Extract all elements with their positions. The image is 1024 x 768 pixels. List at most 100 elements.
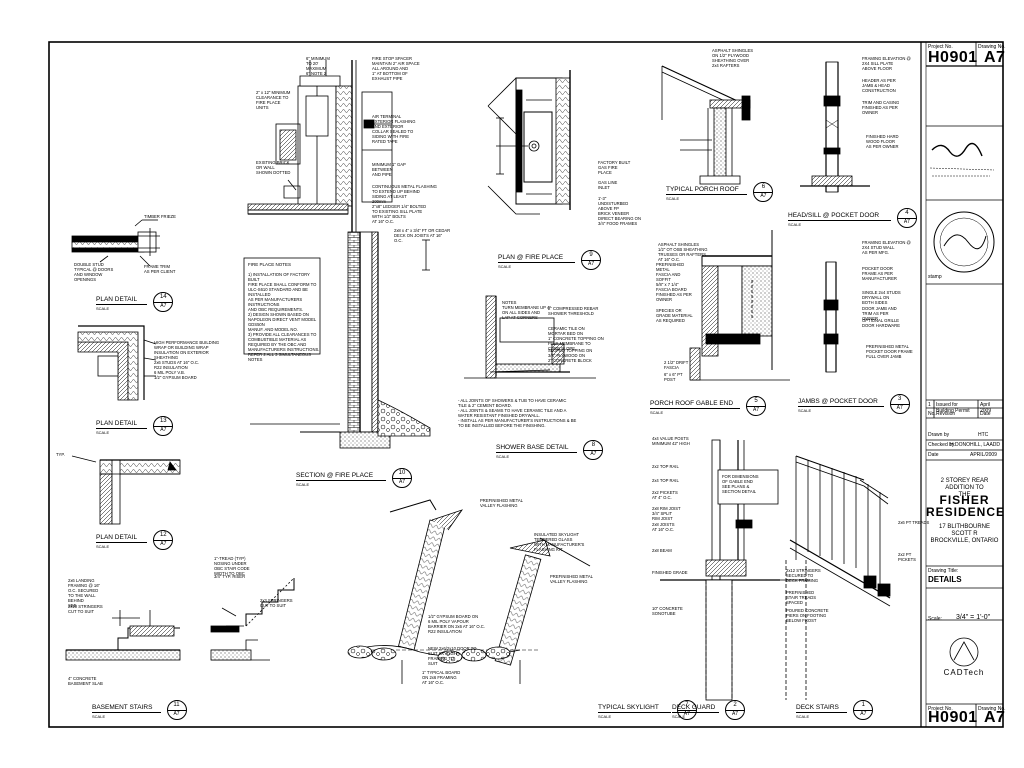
label-line: FINISHED AS PER: [862, 105, 898, 110]
detail-title: DECK STAIRS: [796, 704, 848, 713]
label-line: POURED CONCRETE: [786, 608, 829, 613]
detail-tag-10: SECTION @ FIRE PLACE SCALE 10 A7: [296, 468, 416, 490]
label-line: DOUBLE STUD: [74, 262, 104, 267]
label-line: MORTAR BED ON: [548, 331, 583, 336]
detail-sheet: A7: [903, 219, 910, 225]
label-line: UNITS: [256, 105, 269, 110]
drawn-by-label: Drawn by: [928, 432, 950, 438]
label-line: OWNER: [656, 297, 673, 302]
label-line: FIRE PLACE: [256, 100, 281, 105]
label-line: TO THE WALL: [68, 593, 96, 598]
detail-sheet: A7: [160, 541, 167, 547]
project-name-1: FISHER: [939, 493, 990, 507]
note-line: SECTION DETAIL: [722, 489, 757, 494]
title-block-grid: [926, 42, 1003, 727]
label-line: 2" CONCRETE BLOCK: [548, 358, 592, 363]
label-line: FINISHED HARD: [866, 134, 899, 139]
detail-sheet: A7: [160, 303, 167, 309]
label-line: CURB SLOPE: [548, 346, 575, 351]
label-line: PREFINISHED METAL: [866, 344, 909, 349]
label-line: FULL OVER JAMB: [866, 354, 902, 359]
label-line: 4" CONCRETE: [68, 676, 97, 681]
label-line: TILE & 2" CEMENT BOARD.: [458, 403, 512, 408]
label-line: DOOR HARDWARE: [862, 323, 900, 328]
project-no-bottom: H0901: [928, 709, 978, 726]
label-line: 2x4 TOP RAIL: [652, 478, 679, 483]
label-line: AS REQUIRED: [656, 318, 685, 323]
label-line: ASPHALT SHINGLES: [712, 48, 754, 53]
label-line: DIRECT BEARING ON: [598, 216, 641, 221]
detail-sheet: A7: [896, 405, 903, 411]
checked-by-label: Checked by: [928, 442, 955, 448]
label-line: BELOW FROST: [786, 618, 817, 623]
label-line: MANUFACTURER: [862, 276, 897, 281]
project-no-label-bottom: Project No.: [928, 706, 953, 712]
note-line: NAPOLEON DIRECT VENT MODEL: [248, 317, 317, 322]
label-line: GAS LINE: [598, 180, 618, 185]
label-line: CONSTRUCTION: [862, 88, 896, 93]
label-line: 2x8 x 4" x 3/4" FT OR CEDAR: [394, 228, 451, 233]
label-line: 6 MIL POLY VAPOUR: [428, 619, 469, 624]
label-line: WOOD FLOOR: [866, 139, 896, 144]
note-line: AND OBC REQUIREMENTS.: [248, 307, 304, 312]
label-line: RIM JOIST: [652, 516, 673, 521]
label-line: 1/2" GYPSUM BOARD ON: [428, 614, 479, 619]
label-line: WATER RESISTANT FINISHED DRYWALL.: [458, 413, 540, 418]
label-line: TO EXISTING SILL PLATE: [372, 209, 423, 214]
label-line: FRAME AS PER: [862, 271, 893, 276]
label-line: AT 16" O.C.: [422, 680, 445, 685]
label-line: 6" NOTE 2: [306, 71, 327, 76]
label-line: AND WINDOW: [74, 272, 103, 277]
detail-bubble: 6 A7: [753, 182, 774, 202]
label-line: MAINTAIN 2" AIR SPACE: [372, 61, 420, 66]
label-plan-12: TYP.: [56, 452, 65, 457]
label-line: FLEX MEMBRANE TO: [548, 341, 591, 346]
note-line: COMBUSTIBLE MATERIAL AS: [248, 337, 307, 342]
label-line: WIDTH TO OBC: [214, 571, 245, 576]
label-line: AS PER CLIENT: [144, 269, 176, 274]
detail-number: 2: [733, 702, 737, 708]
detail-number: 6: [761, 184, 766, 190]
detail-sheet: A7: [588, 261, 595, 267]
detail-bubble: 4 A7: [896, 208, 917, 228]
label-line: TO 20': [306, 61, 319, 66]
label-line: FRAMING @ 16": [68, 583, 101, 588]
label-line: FRAMING ELEVATION @: [862, 240, 911, 245]
detail-bubble: 10 A7: [392, 468, 412, 488]
label-line: 2x6 LANDING: [68, 578, 95, 583]
label-line: SOFFIT: [656, 277, 671, 282]
label-line: 2x4 RAFTERS: [712, 63, 740, 68]
detail-tag-2: DECK GUARD SCALE 2 A7: [672, 700, 749, 722]
drawing-title-label: Drawing Title:: [928, 568, 959, 574]
label-line: FRAME TRIM: [144, 264, 170, 269]
detail-scale: SCALE: [650, 410, 664, 415]
detail-8-drawing: [464, 295, 596, 379]
detail-title: BASEMENT STAIRS: [92, 704, 161, 713]
detail-bubble: 8 A7: [583, 440, 604, 460]
note-line: SEE PLANS &: [722, 484, 750, 489]
label-line: NEW 2x6/2x10 DOOR TO: [428, 646, 477, 651]
detail-tag-6: TYPICAL PORCH ROOF SCALE 6 A7: [666, 182, 777, 204]
label-line: O.C.: [394, 238, 403, 243]
detail-bubble: 12 A7: [153, 530, 174, 550]
label-line: TRUSSES OR RAFTERS: [658, 252, 706, 257]
label-line: AT 16" O.C.: [372, 219, 395, 224]
label-line: CUT TO SUIT: [260, 603, 287, 608]
